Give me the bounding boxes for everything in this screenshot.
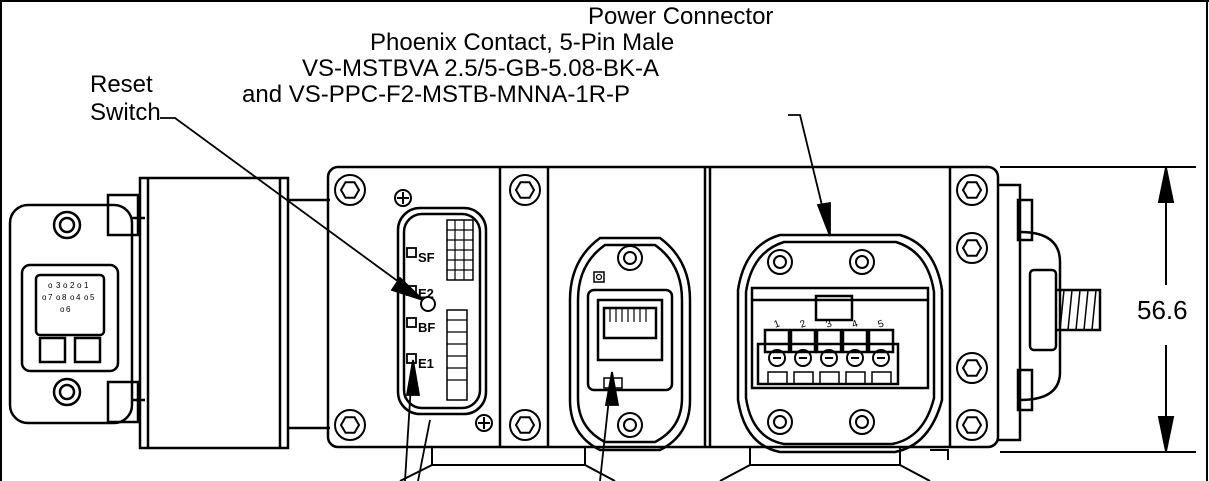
power-pin-label: 4 (850, 318, 859, 330)
power-pin-label: 2 (798, 318, 807, 330)
power-pin-label: 3 (824, 318, 833, 330)
power-connector-terminals (767, 349, 892, 385)
ethernet-screws (617, 245, 643, 438)
ethernet-port (568, 236, 692, 452)
power-connector-screws (767, 249, 875, 435)
ground-stud (998, 183, 1102, 442)
svg-text:o: o (42, 293, 47, 302)
power-connector-leader (788, 114, 831, 237)
svg-text:o: o (60, 305, 65, 314)
svg-text:o: o (84, 293, 89, 302)
m12-pin-label: 6 (66, 305, 71, 314)
cable-sleeve (138, 176, 330, 450)
led-label-e2: E2 (418, 286, 434, 301)
power-pin-label: 5 (876, 318, 885, 330)
height-dimension-line (1000, 166, 1196, 453)
power-pin-labels: 1 2 3 4 5 (772, 318, 885, 330)
power-connector-callout-line1: Power Connector (588, 3, 774, 30)
power-connector (736, 233, 944, 454)
m12-pin-label: 4 (76, 293, 81, 302)
m12-pin-label: 1 (84, 281, 89, 290)
led-label-bf: BF (418, 320, 435, 335)
svg-text:o: o (48, 281, 53, 290)
svg-text:o: o (70, 293, 75, 302)
led-label-e1: E1 (418, 356, 434, 371)
svg-text:o: o (77, 281, 82, 290)
power-connector-callout-line2: Phoenix Contact, 5-Pin Male (370, 29, 675, 56)
m12-pin-label: 3 (56, 281, 61, 290)
power-connector-callout-line4: and VS-PPC-F2-MSTB-MNNA-1R-P (242, 81, 631, 108)
led-label-sf: SF (418, 250, 435, 265)
reset-switch-leader (160, 117, 424, 301)
reset-switch-callout-line1: Reset (90, 71, 153, 98)
svg-text:o: o (63, 281, 68, 290)
window-screws (394, 189, 493, 432)
m12-pin-labels: o 3 o 2 o 1 o 7 o 8 o 4 o 5 o 6 (42, 281, 95, 314)
m12-pin-label: 8 (62, 293, 67, 302)
height-dimension-value: 56.6 (1137, 295, 1188, 325)
power-pin-label: 1 (772, 318, 781, 330)
m12-connector (8, 193, 145, 425)
m12-pin-label: 5 (90, 293, 95, 302)
power-connector-callout-line3: VS-MSTBVA 2.5/5-GB-5.08-BK-A (302, 55, 660, 82)
m12-pin-label: 7 (48, 293, 53, 302)
svg-text:o: o (56, 293, 61, 302)
m12-pin-label: 2 (70, 281, 75, 290)
mounting-bracket (399, 447, 949, 481)
reset-switch-callout-line2: Switch (90, 99, 161, 126)
